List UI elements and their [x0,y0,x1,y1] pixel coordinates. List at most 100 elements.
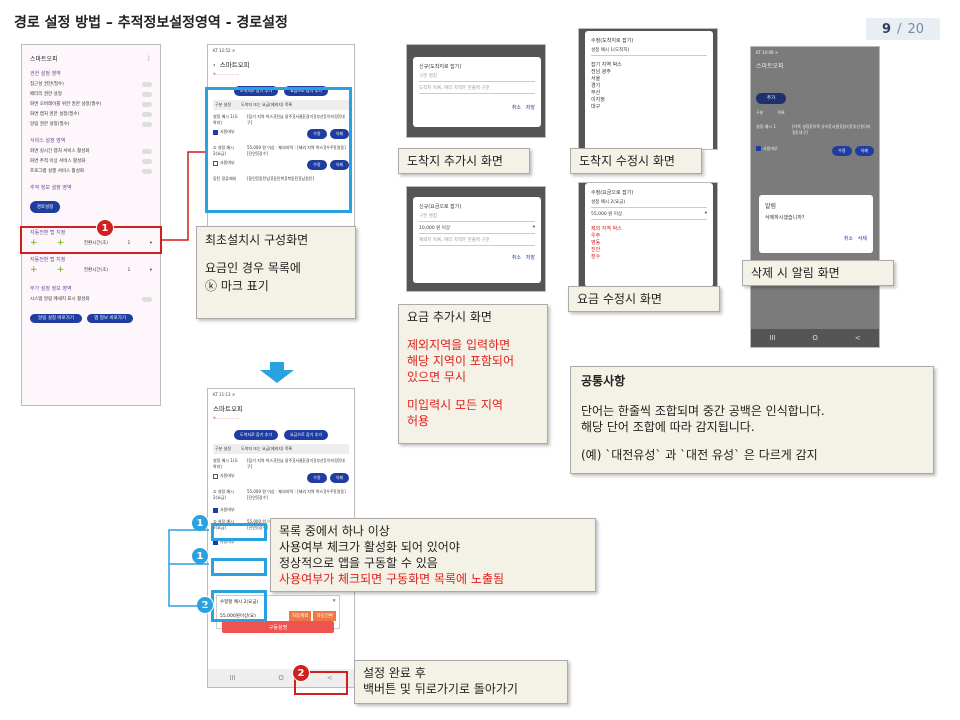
alert-settings-button[interactable]: 알림 설정 바로가기 [30,313,82,323]
auto-switch-button[interactable]: 자동전환 [313,611,336,621]
toggle-switch[interactable] [142,168,152,174]
toggle-switch[interactable] [142,121,152,127]
note-fare-edit: 요금 수정시 화면 [568,286,720,312]
delete-button[interactable]: 삭제 [329,160,349,170]
use-checkbox[interactable]: 사용여부 [213,160,235,170]
name-field[interactable]: 설정 예시 1(도착지) [591,47,707,56]
dialog: 신규(도착지로 잡기) 구분 명칭 도착지 목록, 여러 지역은 한줄씩 구분 … [413,57,541,127]
fare-edit-screenshot: 수정(요금으로 잡기) 설정 예시 2(요금) 55,000 원 이상▾ 제외 … [578,182,718,290]
dropdown-icon[interactable]: ▾ [149,240,152,246]
add-destination-button[interactable]: 도착지로 잡기 추가 [234,430,278,440]
setting-row[interactable]: 화면 추적 이상 서비스 활성화 [30,156,152,166]
recent-apps-icon[interactable]: III [229,674,236,682]
screen-header: 스마트오피 [213,405,243,413]
note-common: 공통사항 단어는 한줄씩 조합되며 중간 공백은 인식합니다.해당 단어 조합에… [570,366,934,474]
toggle-switch[interactable] [142,81,152,87]
setting-row[interactable]: 시스템 알림 메세지 표시 활성화 [30,294,152,304]
app-info-button[interactable]: 앱 정보 바로가기 [87,313,134,323]
add-fare-button[interactable]: 요금으로 잡기 추가 [284,430,328,440]
toggle-switch[interactable] [142,91,152,97]
route-setting-button[interactable]: 경로설정 [30,201,60,213]
interval-row: ++전환시간(초)1▾ [30,265,152,275]
save-button[interactable]: 저장 [525,255,535,261]
toggle-switch[interactable] [142,101,152,107]
name-field[interactable]: 구분 명칭 [419,213,535,222]
amount-select[interactable]: 10,000 원 이상▾ [419,225,535,234]
add-fare-button[interactable]: 요금으로 잡기 추가 [284,86,328,96]
dropdown-icon[interactable]: ▾ [149,267,152,273]
toggle-switch[interactable] [142,148,152,154]
toggle-switch[interactable] [142,111,152,117]
cancel-button[interactable]: 취소 [511,255,522,261]
note-destination-add: 도착지 추가시 화면 [398,148,530,174]
exclude-field[interactable]: 제외지 목록, 여러 지역은 한줄씩 구분 [419,237,535,246]
setting-row[interactable]: 화면 캡처 권한 설정(필수) [30,109,152,119]
settings-screenshot: 스마트오피⋮ 권한 설정 영역 접근성 권한(필수) 배터리 권한 설정 화면 … [21,44,161,406]
edit-button[interactable]: 수정 [307,160,327,170]
more-icon[interactable]: ⋮ [146,54,152,62]
name-field[interactable]: 설정 예시 2(요금) [591,199,707,208]
toggle-switch[interactable] [142,296,152,302]
page-current: 9 [882,21,892,37]
back-icon[interactable]: < [854,334,861,342]
back-icon[interactable]: < [326,674,333,682]
highlight-list-area [205,87,352,213]
home-icon[interactable]: O [812,334,818,342]
table-row: 설정 예시 1(도착지)[잡기 지역 박스][전남 광주][서울][경기][부산… [213,458,345,469]
use-checkbox[interactable]: 사용여부 [213,539,349,545]
setting-row[interactable]: 접근성 권한(필수) [30,79,152,89]
amount-select[interactable]: 55,000 원 이상▾ [591,211,707,220]
highlight-route-button [20,226,162,254]
use-checkbox[interactable]: 사용여부 [213,507,349,513]
marker-1: 1 [96,219,114,237]
add-destination-button[interactable]: 도착지로 잡기 추가 [234,86,278,96]
confirm-delete-button[interactable]: 삭제 [857,236,867,242]
setting-row[interactable]: 알림 권한 설정(필수) [30,119,152,129]
table-row: ② 설정 예시 2(요금)55,000 원 이상 · 제외지역 : [제외 지역… [213,145,346,156]
toggle-switch[interactable] [142,158,152,164]
recent-apps-icon[interactable]: III [769,334,776,342]
highlight-checkbox-2 [211,558,267,576]
auto-except-button[interactable]: 자동제외 [288,611,312,621]
save-button[interactable]: 저장 [525,105,535,111]
use-checkbox[interactable]: 사용여부 [213,129,235,139]
nav-bar: III O < [208,669,354,687]
cancel-button[interactable]: 취소 [511,105,522,111]
auto-switch-title: 자동전환 탭 지정 [30,257,66,263]
auto-switch-title: 자동전환 탭 지정 [30,230,66,236]
delete-button[interactable]: 삭제 [329,473,349,483]
table-row: 동탄 정류제외[동탄][동탄남][동탄북][북동탄][남동탄] [213,176,315,181]
table-row: 설정 예시 1(도착지)[잡기 지역 박스][전남 광주][서울][경기][부산… [213,114,345,125]
name-field[interactable]: 구분 명칭 [419,73,535,82]
list-field[interactable]: 도착지 목록, 여러 지역은 한줄씩 구분 [419,85,535,94]
home-icon[interactable]: O [278,674,284,682]
setting-row[interactable]: 화면 오버레이를 위한 권한 설정(필수) [30,99,152,109]
close-icon[interactable]: ✕ [332,599,336,604]
add-button[interactable]: 추가 [756,92,786,104]
page-indicator: 9 / 20 [866,18,940,40]
setting-row[interactable]: 프로그램 실행 서비스 활성화 [30,166,152,176]
nav-bar: III O < [751,329,879,347]
delete-button[interactable]: 삭제 [329,129,349,139]
marker-1: 1 [191,514,209,532]
edit-button[interactable]: 수정 [307,473,327,483]
section-header: 추적 정보 설정 영역 [30,185,72,191]
use-checkbox[interactable]: 사용여부 [213,473,235,483]
setting-row[interactable]: 배터리 권한 설정 [30,89,152,99]
run-button[interactable]: 구동설명 [222,621,334,633]
dialog: 수정(요금으로 잡기) 설정 예시 2(요금) 55,000 원 이상▾ 제외 … [585,183,713,287]
connector-lines [168,529,209,607]
highlight-back-button [294,671,348,695]
app-name: 스마트오피 [30,55,58,63]
back-icon[interactable]: ‹ [213,61,216,69]
cancel-button[interactable]: 취소 [843,236,854,242]
edit-button[interactable]: 수정 [307,129,327,139]
setting-row[interactable]: 화면 실시간 캡처 서비스 활성화 [30,146,152,156]
